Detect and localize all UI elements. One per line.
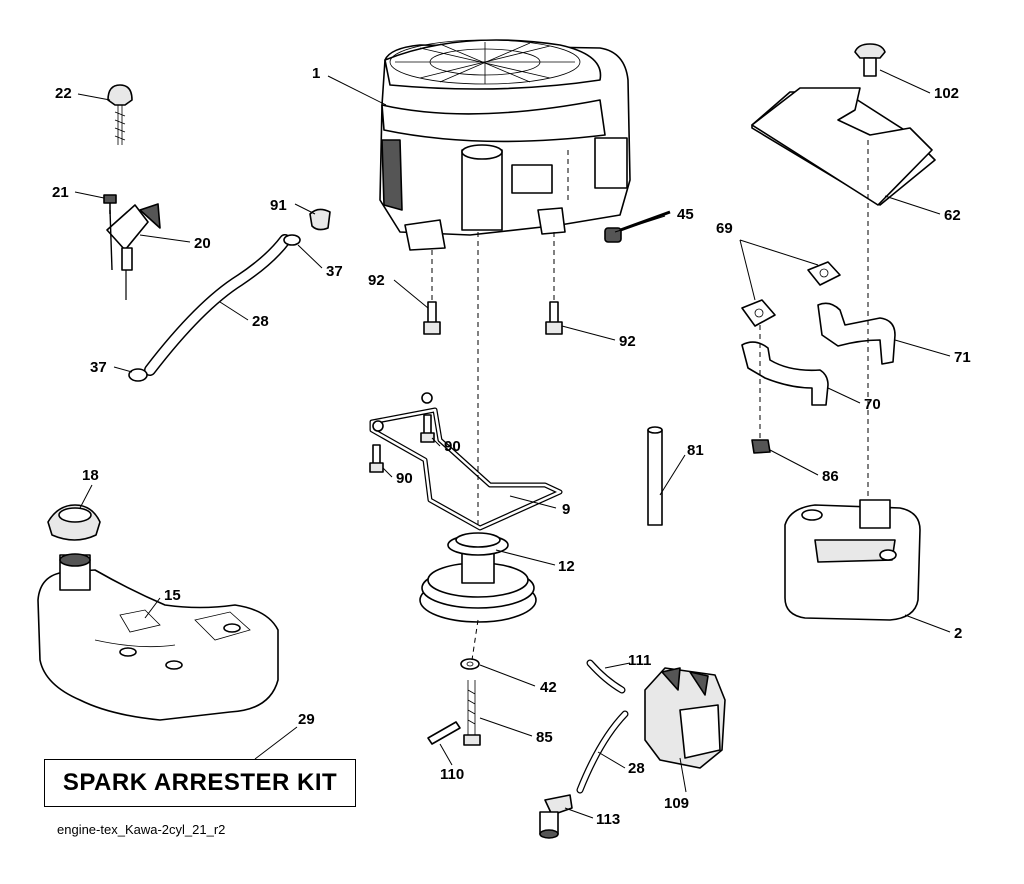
callout-62: 62 — [944, 207, 961, 224]
callout-22: 22 — [55, 85, 72, 102]
callout-71: 71 — [954, 349, 971, 366]
callout-85: 85 — [536, 729, 553, 746]
bolt-22 — [107, 84, 133, 145]
fuel-line-28-lower — [576, 710, 629, 794]
callouts: 1 102 22 21 20 91 37 28 37 45 62 69 92 9… — [52, 65, 971, 828]
callout-2: 2 — [954, 625, 962, 642]
clamp-37-upper — [283, 234, 301, 246]
callout-92-left: 92 — [368, 272, 385, 289]
callout-91: 91 — [270, 197, 287, 214]
leader-lines — [74, 69, 951, 819]
callout-12: 12 — [558, 558, 575, 575]
pin-110 — [427, 721, 461, 745]
bracket-9 — [369, 392, 563, 531]
pulley-12 — [419, 532, 537, 623]
callout-42: 42 — [540, 679, 557, 696]
callout-70: 70 — [864, 396, 881, 413]
callout-111: 111 — [628, 652, 651, 669]
callout-37-upper: 37 — [326, 263, 343, 280]
plate-62 — [751, 87, 936, 206]
callout-20: 20 — [194, 235, 211, 252]
clamp-37-lower — [128, 368, 148, 382]
fuel-pump-109 — [644, 667, 726, 769]
callout-28-upper: 28 — [252, 313, 269, 330]
callout-69: 69 — [716, 220, 733, 237]
callout-86: 86 — [822, 468, 839, 485]
spark-arrester-kit-box: SPARK ARRESTER KIT — [44, 759, 356, 807]
bolt-90-upper — [420, 414, 435, 443]
callout-81: 81 — [687, 442, 704, 459]
callout-90-upper: 90 — [444, 438, 461, 455]
fuel-cap-18 — [47, 504, 101, 541]
washer-42 — [460, 658, 480, 670]
muffler-2 — [784, 499, 921, 621]
callout-113: 113 — [596, 811, 620, 828]
fuel-tank-15 — [37, 553, 279, 721]
bolt-92-left — [423, 301, 441, 335]
engine — [379, 39, 631, 251]
screw-21 — [103, 194, 117, 214]
callout-29: 29 — [298, 711, 315, 728]
throttle-control-20 — [106, 203, 161, 300]
callout-92-right: 92 — [619, 333, 636, 350]
bolt-92-right — [545, 301, 563, 335]
callout-90-lower: 90 — [396, 470, 413, 487]
nut-86 — [751, 439, 771, 454]
callout-18: 18 — [82, 467, 99, 484]
bolt-90-lower — [369, 444, 384, 473]
bolt-85 — [463, 680, 481, 746]
callout-1: 1 — [312, 65, 320, 82]
exhaust-pipe-71 — [817, 302, 896, 365]
exhaust-pipe-70 — [741, 341, 829, 406]
fuel-line-28-upper — [144, 234, 291, 376]
hose-111 — [586, 659, 626, 694]
callout-9: 9 — [562, 501, 570, 518]
drawing-file-reference: engine-tex_Kawa-2cyl_21_r2 — [57, 822, 226, 837]
callout-110: 110 — [440, 766, 464, 783]
alignment-lines — [431, 140, 869, 661]
callout-109: 109 — [664, 795, 689, 812]
callout-28-lower: 28 — [628, 760, 645, 777]
fitting-113 — [539, 794, 573, 839]
gasket-69 — [741, 261, 841, 327]
knob-102 — [854, 43, 886, 77]
callout-15: 15 — [164, 587, 181, 604]
callout-102: 102 — [934, 85, 959, 102]
spark-arrester-kit-label: SPARK ARRESTER KIT — [62, 769, 338, 796]
tube-81 — [647, 426, 663, 526]
callout-37-lower: 37 — [90, 359, 107, 376]
fuel-filter-91 — [309, 208, 331, 231]
callout-45: 45 — [677, 206, 694, 223]
callout-21: 21 — [52, 184, 69, 201]
